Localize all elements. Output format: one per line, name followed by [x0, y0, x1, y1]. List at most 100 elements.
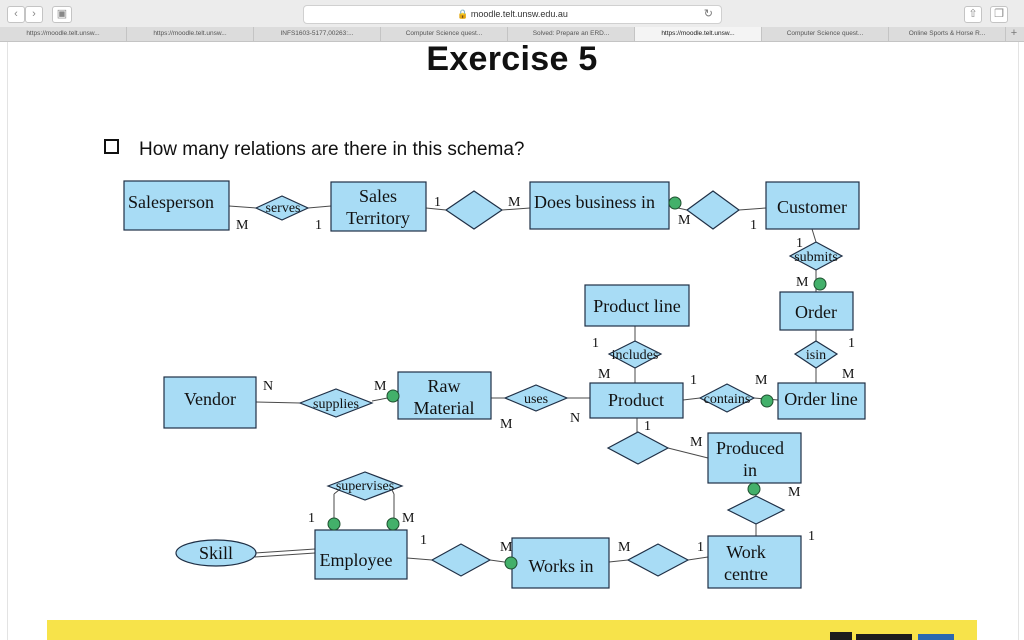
- relationship-worksin-workcentre: [626, 543, 690, 577]
- checkbox-bullet-icon: [104, 139, 119, 154]
- participation-dot: [760, 394, 774, 408]
- relationship-uses: [503, 384, 569, 412]
- entity-employee-label: Employee: [320, 550, 393, 570]
- cardinality-label: 1: [308, 511, 315, 526]
- cardinality-label: 1: [808, 529, 815, 544]
- relationship-product-produced: [606, 431, 670, 465]
- url-text: moodle.telt.unsw.edu.au: [470, 9, 568, 19]
- entity-order-line-label: Order line: [784, 389, 857, 409]
- tab-2[interactable]: https://moodle.telt.unsw...: [127, 27, 254, 41]
- entity-sales-territory-label-2: Territory: [346, 208, 410, 228]
- relationship-supervises: [326, 471, 404, 501]
- entity-work-centre-label-1: Work: [726, 542, 766, 562]
- unsw-logo-icon: [856, 634, 912, 640]
- relationship-submits-label: submits: [794, 250, 838, 265]
- participation-dot: [747, 482, 761, 496]
- tab-8[interactable]: Online Sports & Horse R...: [889, 27, 1006, 41]
- entity-produced-in-label-2: in: [743, 460, 757, 480]
- entity-salesperson-label: Salesperson: [128, 192, 214, 212]
- relationship-supervises-label: supervises: [336, 479, 394, 494]
- relationship-contains: [698, 383, 756, 413]
- cardinality-label: N: [263, 379, 273, 394]
- entity-raw-material-label-2: Material: [414, 398, 475, 418]
- cardinality-label: 1: [315, 218, 322, 233]
- relationship-serves-label: serves: [266, 201, 301, 216]
- sidebar-icon[interactable]: ▣: [52, 6, 72, 23]
- reload-icon[interactable]: ↻: [703, 8, 713, 20]
- cardinality-label: N: [570, 411, 580, 426]
- participation-dot: [668, 196, 682, 210]
- entity-customer-label: Customer: [777, 197, 847, 217]
- relationship-supplies: [298, 388, 374, 418]
- entity-employee: [314, 529, 408, 580]
- entity-product-line-label: Product line: [593, 296, 681, 316]
- cardinality-label: M: [598, 367, 611, 382]
- cardinality-label: 1: [796, 236, 803, 251]
- entity-produced-in-label-1: Produced: [716, 438, 784, 458]
- unsw-crest-icon: [830, 632, 852, 640]
- relationship-dbi-customer: [685, 190, 741, 230]
- participation-dot: [386, 517, 400, 531]
- entity-vendor-label: Vendor: [184, 389, 236, 409]
- cardinality-label: M: [690, 435, 703, 450]
- address-bar[interactable]: 🔒 moodle.telt.unsw.edu.au ↻: [303, 5, 722, 24]
- entity-works-in-label: Works in: [528, 556, 593, 576]
- slide-footer-band: [47, 620, 977, 640]
- tab-bar: https://moodle.telt.unsw... https://mood…: [0, 27, 1024, 42]
- relationship-submits: [788, 241, 844, 271]
- participation-dot: [813, 277, 827, 291]
- entity-works-in: [511, 537, 610, 589]
- entity-vendor: [163, 376, 257, 429]
- tab-5[interactable]: Solved: Prepare an ERD...: [508, 27, 635, 41]
- slide-title: Exercise 5: [426, 40, 598, 78]
- relationship-produced-workcentre: [726, 495, 786, 525]
- tab-6-active[interactable]: https://moodle.telt.unsw...: [635, 27, 762, 41]
- tab-7[interactable]: Computer Science quest...: [762, 27, 889, 41]
- tab-3[interactable]: INFS1603-5177,00263:...: [254, 27, 381, 41]
- entity-order-line: [777, 382, 866, 420]
- cardinality-label: M: [618, 540, 631, 555]
- relationship-isin-label: isin: [806, 348, 826, 363]
- participation-dot: [504, 556, 518, 570]
- forward-icon[interactable]: ›: [25, 6, 43, 23]
- cardinality-label: 1: [592, 336, 599, 351]
- cardinality-label: 1: [750, 218, 757, 233]
- cardinality-label: 1: [644, 419, 651, 434]
- cardinality-label: M: [796, 275, 809, 290]
- cardinality-label: 1: [690, 373, 697, 388]
- attribute-skill: [175, 539, 257, 567]
- relationship-contains-label: contains: [704, 392, 751, 407]
- cardinality-label: M: [374, 379, 387, 394]
- relationship-supplies-label: supplies: [313, 397, 359, 412]
- back-icon[interactable]: ‹: [7, 6, 25, 23]
- entity-sales-territory: [330, 181, 427, 232]
- cardinality-label: M: [842, 367, 855, 382]
- cardinality-label: M: [236, 218, 249, 233]
- relationship-territory-dbi: [444, 190, 504, 230]
- cardinality-label: 1: [420, 533, 427, 548]
- cardinality-label: M: [678, 213, 691, 228]
- tab-overview-icon[interactable]: ❐: [990, 6, 1008, 23]
- relationship-uses-label: uses: [524, 392, 548, 407]
- tab-4[interactable]: Computer Science quest...: [381, 27, 508, 41]
- cardinality-label: 1: [697, 540, 704, 555]
- entity-product-label: Product: [608, 390, 664, 410]
- cardinality-label: M: [500, 540, 513, 555]
- entity-sales-territory-label-1: Sales: [359, 186, 397, 206]
- lock-icon: 🔒: [457, 9, 469, 19]
- new-tab-icon[interactable]: +: [1010, 27, 1018, 39]
- question-line: How many relations are there in this sch…: [104, 139, 524, 161]
- tab-1[interactable]: https://moodle.telt.unsw...: [0, 27, 127, 41]
- entity-customer: [765, 181, 860, 230]
- relationship-isin: [793, 340, 839, 369]
- cardinality-label: M: [500, 417, 513, 432]
- unsw-logo-accent-icon: [918, 634, 954, 640]
- cardinality-label: M: [508, 195, 521, 210]
- share-icon[interactable]: ⇧: [964, 6, 982, 23]
- entity-raw-material-label-1: Raw: [428, 376, 461, 396]
- question-text: How many relations are there in this sch…: [139, 139, 525, 160]
- relationship-includes-label: includes: [612, 348, 659, 363]
- cardinality-label: M: [755, 373, 768, 388]
- cardinality-label: M: [788, 485, 801, 500]
